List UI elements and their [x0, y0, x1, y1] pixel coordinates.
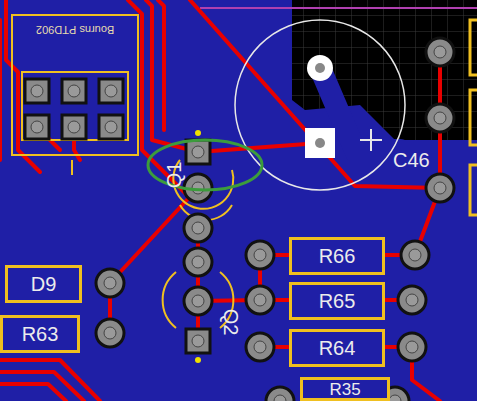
pad-hole [274, 395, 286, 401]
pad [246, 241, 274, 269]
capacitor-designator: C46 [393, 150, 430, 170]
resistor-box: R66 [289, 237, 385, 275]
pad [426, 38, 454, 66]
pad [401, 241, 429, 269]
pad-hole [406, 341, 418, 353]
component-box: D9 [5, 265, 82, 303]
pad-hole [192, 182, 204, 194]
reference-designator: R63 [22, 324, 59, 344]
pad-hole [254, 249, 266, 261]
square-pad [99, 79, 123, 103]
resistor-box: R35 [300, 377, 390, 401]
pad-hole [105, 121, 117, 133]
pad [426, 104, 454, 132]
pad-hole [254, 341, 266, 353]
pad-hole [104, 327, 116, 339]
transistor-designator: Q1 [164, 162, 184, 189]
pad [96, 319, 124, 347]
pad-hole [192, 146, 204, 158]
pad [96, 269, 124, 297]
pad [184, 214, 212, 242]
pad [184, 248, 212, 276]
pad [266, 387, 294, 401]
resistor-box: R65 [289, 282, 385, 320]
pad-hole [389, 395, 401, 401]
reference-designator: R65 [319, 291, 356, 311]
pad-hole [434, 46, 446, 58]
pad [184, 287, 212, 315]
reference-designator: D9 [31, 274, 57, 294]
square-pad [186, 329, 210, 353]
pad-hole [254, 294, 266, 306]
square-pad [62, 115, 86, 139]
pad-hole [192, 335, 204, 347]
pad-hole [192, 295, 204, 307]
square-pad [99, 115, 123, 139]
footprint-outline: Bourns PTD902 [14, 17, 136, 41]
pad-hole [68, 121, 80, 133]
part-name: Bourns PTD902 [36, 24, 114, 35]
pad-hole [192, 222, 204, 234]
pad-hole [192, 256, 204, 268]
pad-hole [105, 85, 117, 97]
square-pad [25, 115, 49, 139]
reference-designator: R66 [319, 246, 356, 266]
pad-hole [104, 277, 116, 289]
pad-hole [409, 249, 421, 261]
pad-hole [406, 294, 418, 306]
pad-hole [31, 85, 43, 97]
square-pad [25, 79, 49, 103]
pad [426, 174, 454, 202]
pad-hole [31, 121, 43, 133]
square-pad [62, 79, 86, 103]
reference-designator: R35 [329, 381, 360, 398]
pad [246, 333, 274, 361]
component-box: R63 [0, 315, 80, 353]
pad [398, 333, 426, 361]
square-pad [186, 140, 210, 164]
transistor-designator: Q2 [221, 309, 241, 336]
reference-designator: R64 [319, 338, 356, 358]
pad-hole [68, 85, 80, 97]
pad-hole [434, 112, 446, 124]
pad [398, 286, 426, 314]
resistor-box: R64 [289, 329, 385, 367]
pad [246, 286, 274, 314]
pad-hole [434, 182, 446, 194]
